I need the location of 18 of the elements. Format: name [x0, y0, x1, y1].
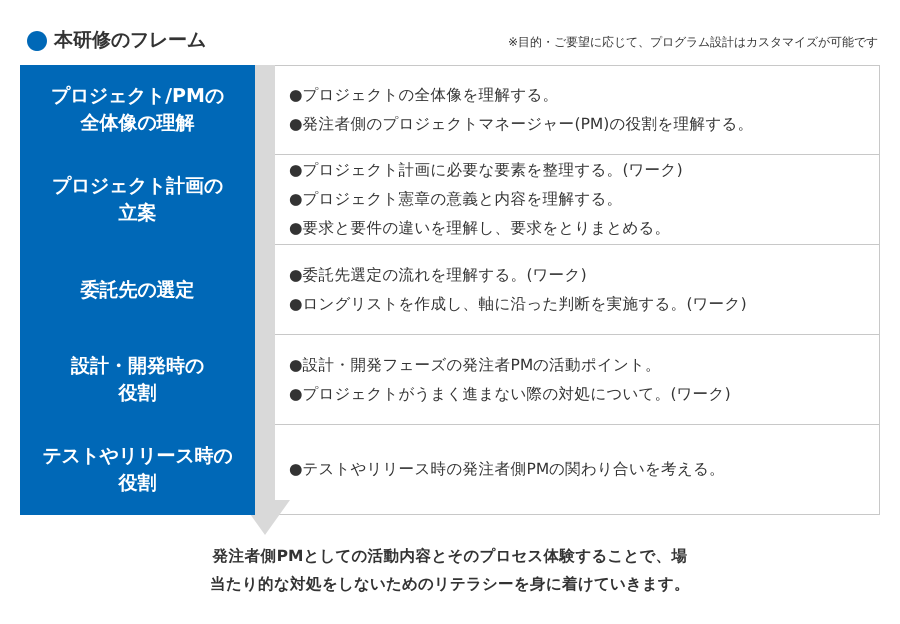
section-title: 本研修のフレーム — [54, 28, 206, 53]
note-text: ※目的・ご要望に応じて、プログラム設計はカスタマイズが可能です — [508, 34, 878, 51]
phase-label: プロジェクト計画の立案 — [51, 174, 224, 226]
bullet-item: ●ロングリストを作成し、軸に沿った判断を実施する。(ワーク) — [289, 294, 747, 314]
summary-text: 発注者側PMとしての活動内容とそのプロセス体験することで、場当たり的な対処をしないためのリテラシーを身に着けていきます。 — [209, 546, 691, 595]
phase-label: テストやリリース時の役割 — [42, 444, 234, 496]
bullet-item: ●プロジェクトがうまく進まない際の対処について。(ワーク) — [289, 384, 731, 404]
bullet-item: ●委託先選定の流れを理解する。(ワーク) — [289, 264, 588, 286]
bullet-item: ●プロジェクト計画に必要な要素を整理する。(ワーク) — [289, 160, 683, 181]
phase-label: 委託先の選定 — [80, 278, 196, 303]
bullet-item: ●プロジェクトの全体像を理解する。 — [289, 84, 560, 106]
bullet-item: ●設計・開発フェーズの発注者PMの活動ポイント。 — [289, 354, 662, 376]
bullet-item: ●プロジェクト憲章の意義と内容を理解する。 — [289, 189, 624, 210]
bullet-item: ●テストやリリース時の発注者側PMの関わり合いを考える。 — [289, 459, 726, 480]
bullet-item: ●発注者側のプロジェクトマネージャー(PM)の役割を理解する。 — [289, 114, 754, 134]
phase-label: プロジェクト/PMの全体像の理解 — [50, 84, 225, 136]
phase-label: 設計・開発時の役割 — [70, 354, 205, 406]
bullet-item: ●要求と要件の違いを理解し、要求をとりまとめる。 — [289, 218, 672, 239]
